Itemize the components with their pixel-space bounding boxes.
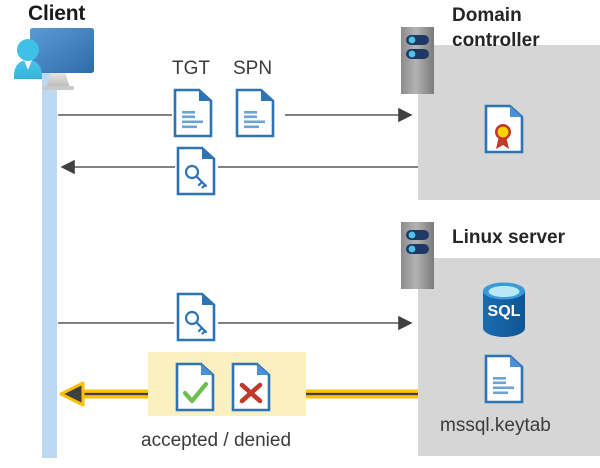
service-ticket-key-document-icon bbox=[176, 292, 216, 342]
linux-server-icon bbox=[401, 222, 434, 289]
keytab-document-icon bbox=[484, 354, 524, 404]
spn-label: SPN bbox=[233, 58, 273, 79]
linux-server-title: Linux server bbox=[452, 227, 565, 248]
tgt-document-icon bbox=[173, 88, 213, 138]
sql-database-icon: SQL bbox=[481, 281, 527, 338]
client-lifeline bbox=[42, 60, 57, 458]
keytab-filename-label: mssql.keytab bbox=[440, 415, 551, 436]
accepted-document-check-icon bbox=[175, 362, 215, 412]
client-computer-user-icon bbox=[6, 24, 102, 96]
svg-text:SQL: SQL bbox=[488, 303, 521, 320]
denied-document-cross-icon bbox=[231, 362, 271, 412]
spn-document-icon bbox=[235, 88, 275, 138]
certificate-document-icon bbox=[484, 104, 524, 154]
client-title: Client bbox=[28, 2, 86, 25]
domain-controller-title: Domain controller bbox=[452, 5, 540, 51]
tgt-label: TGT bbox=[172, 58, 210, 79]
ticket-key-document-icon bbox=[176, 146, 216, 196]
domain-controller-server-icon bbox=[401, 27, 434, 94]
result-highlight-box bbox=[148, 352, 306, 416]
accepted-denied-label: accepted / denied bbox=[141, 430, 292, 451]
